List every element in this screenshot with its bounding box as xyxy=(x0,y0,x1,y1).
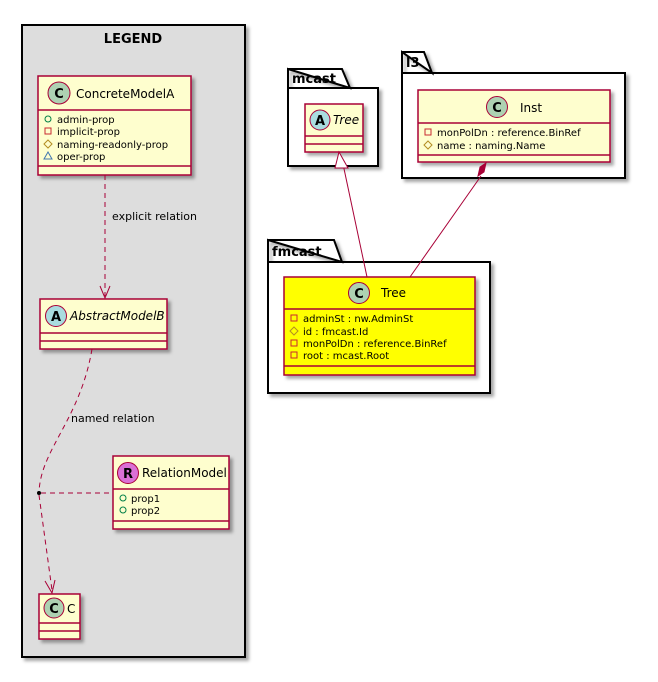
private-icon xyxy=(424,128,432,136)
class-name: Inst xyxy=(520,101,542,115)
class-name: ConcreteModelA xyxy=(76,87,175,101)
member-monpoldn: monPolDn : reference.BinRef xyxy=(437,128,581,139)
class-badge-c-icon: C xyxy=(54,87,64,102)
package-title: fmcast xyxy=(272,245,322,260)
protected-icon xyxy=(43,139,53,149)
composition-diamond-icon xyxy=(477,161,487,178)
class-badge-a-icon: A xyxy=(51,310,61,325)
protected-icon xyxy=(289,326,299,336)
class-inst[interactable]: C Inst monPolDn : reference.BinRef name … xyxy=(417,89,611,163)
legend-title: LEGEND xyxy=(104,32,163,47)
class-name: AbstractModelB xyxy=(69,309,165,323)
class-concrete-model-a[interactable]: C ConcreteModelA admin-prop implicit-pro… xyxy=(37,75,192,176)
public-icon xyxy=(119,506,127,514)
inheritance-arrow-icon xyxy=(334,150,349,169)
private-icon xyxy=(290,351,298,359)
package-icon xyxy=(43,150,53,160)
member-adminst: adminSt : nw.AdminSt xyxy=(303,314,413,325)
package-title: mcast xyxy=(292,72,336,87)
association-point xyxy=(37,491,41,495)
private-icon xyxy=(44,127,52,135)
named-relation: named relation xyxy=(37,348,155,595)
named-relation-label: named relation xyxy=(71,412,155,425)
class-name: C xyxy=(67,602,75,616)
class-name: RelationModel xyxy=(142,466,227,480)
member-oper-prop: oper-prop xyxy=(57,152,105,163)
member-admin-prop: admin-prop xyxy=(57,115,115,126)
composition-edge xyxy=(409,161,487,278)
member-id: id : fmcast.Id xyxy=(303,327,368,338)
class-c[interactable]: C C xyxy=(38,593,81,640)
member-prop1: prop1 xyxy=(131,494,160,505)
member-prop2: prop2 xyxy=(131,506,160,517)
member-root: root : mcast.Root xyxy=(303,351,389,362)
member-monpoldn: monPolDn : reference.BinRef xyxy=(303,339,447,350)
class-name: Tree xyxy=(380,286,406,300)
class-name: Tree xyxy=(333,113,359,127)
package-title: l3 xyxy=(406,56,420,71)
class-badge-a-icon: A xyxy=(315,114,325,129)
explicit-relation-label: explicit relation xyxy=(112,210,197,223)
private-icon xyxy=(290,339,298,347)
member-implicit-prop: implicit-prop xyxy=(57,127,120,138)
explicit-relation: explicit relation xyxy=(99,175,197,300)
inheritance-edge xyxy=(334,150,368,278)
public-icon xyxy=(119,494,127,502)
class-badge-r-icon: R xyxy=(123,467,133,482)
class-badge-c-icon: C xyxy=(49,602,59,617)
member-name: name : naming.Name xyxy=(437,141,545,152)
class-fmcast-tree[interactable]: C Tree adminSt : nw.AdminSt id : fmcast.… xyxy=(283,276,476,376)
private-icon xyxy=(290,314,298,322)
class-relation-model[interactable]: R RelationModel prop1 prop2 xyxy=(112,455,230,530)
public-icon xyxy=(44,115,52,123)
class-abstract-model-b[interactable]: A AbstractModelB xyxy=(39,298,168,350)
class-badge-c-icon: C xyxy=(492,101,502,116)
protected-icon xyxy=(423,140,433,150)
member-naming-readonly-prop: naming-readonly-prop xyxy=(57,140,168,151)
class-badge-c-icon: C xyxy=(354,287,364,302)
class-mcast-tree[interactable]: A Tree xyxy=(304,103,364,153)
